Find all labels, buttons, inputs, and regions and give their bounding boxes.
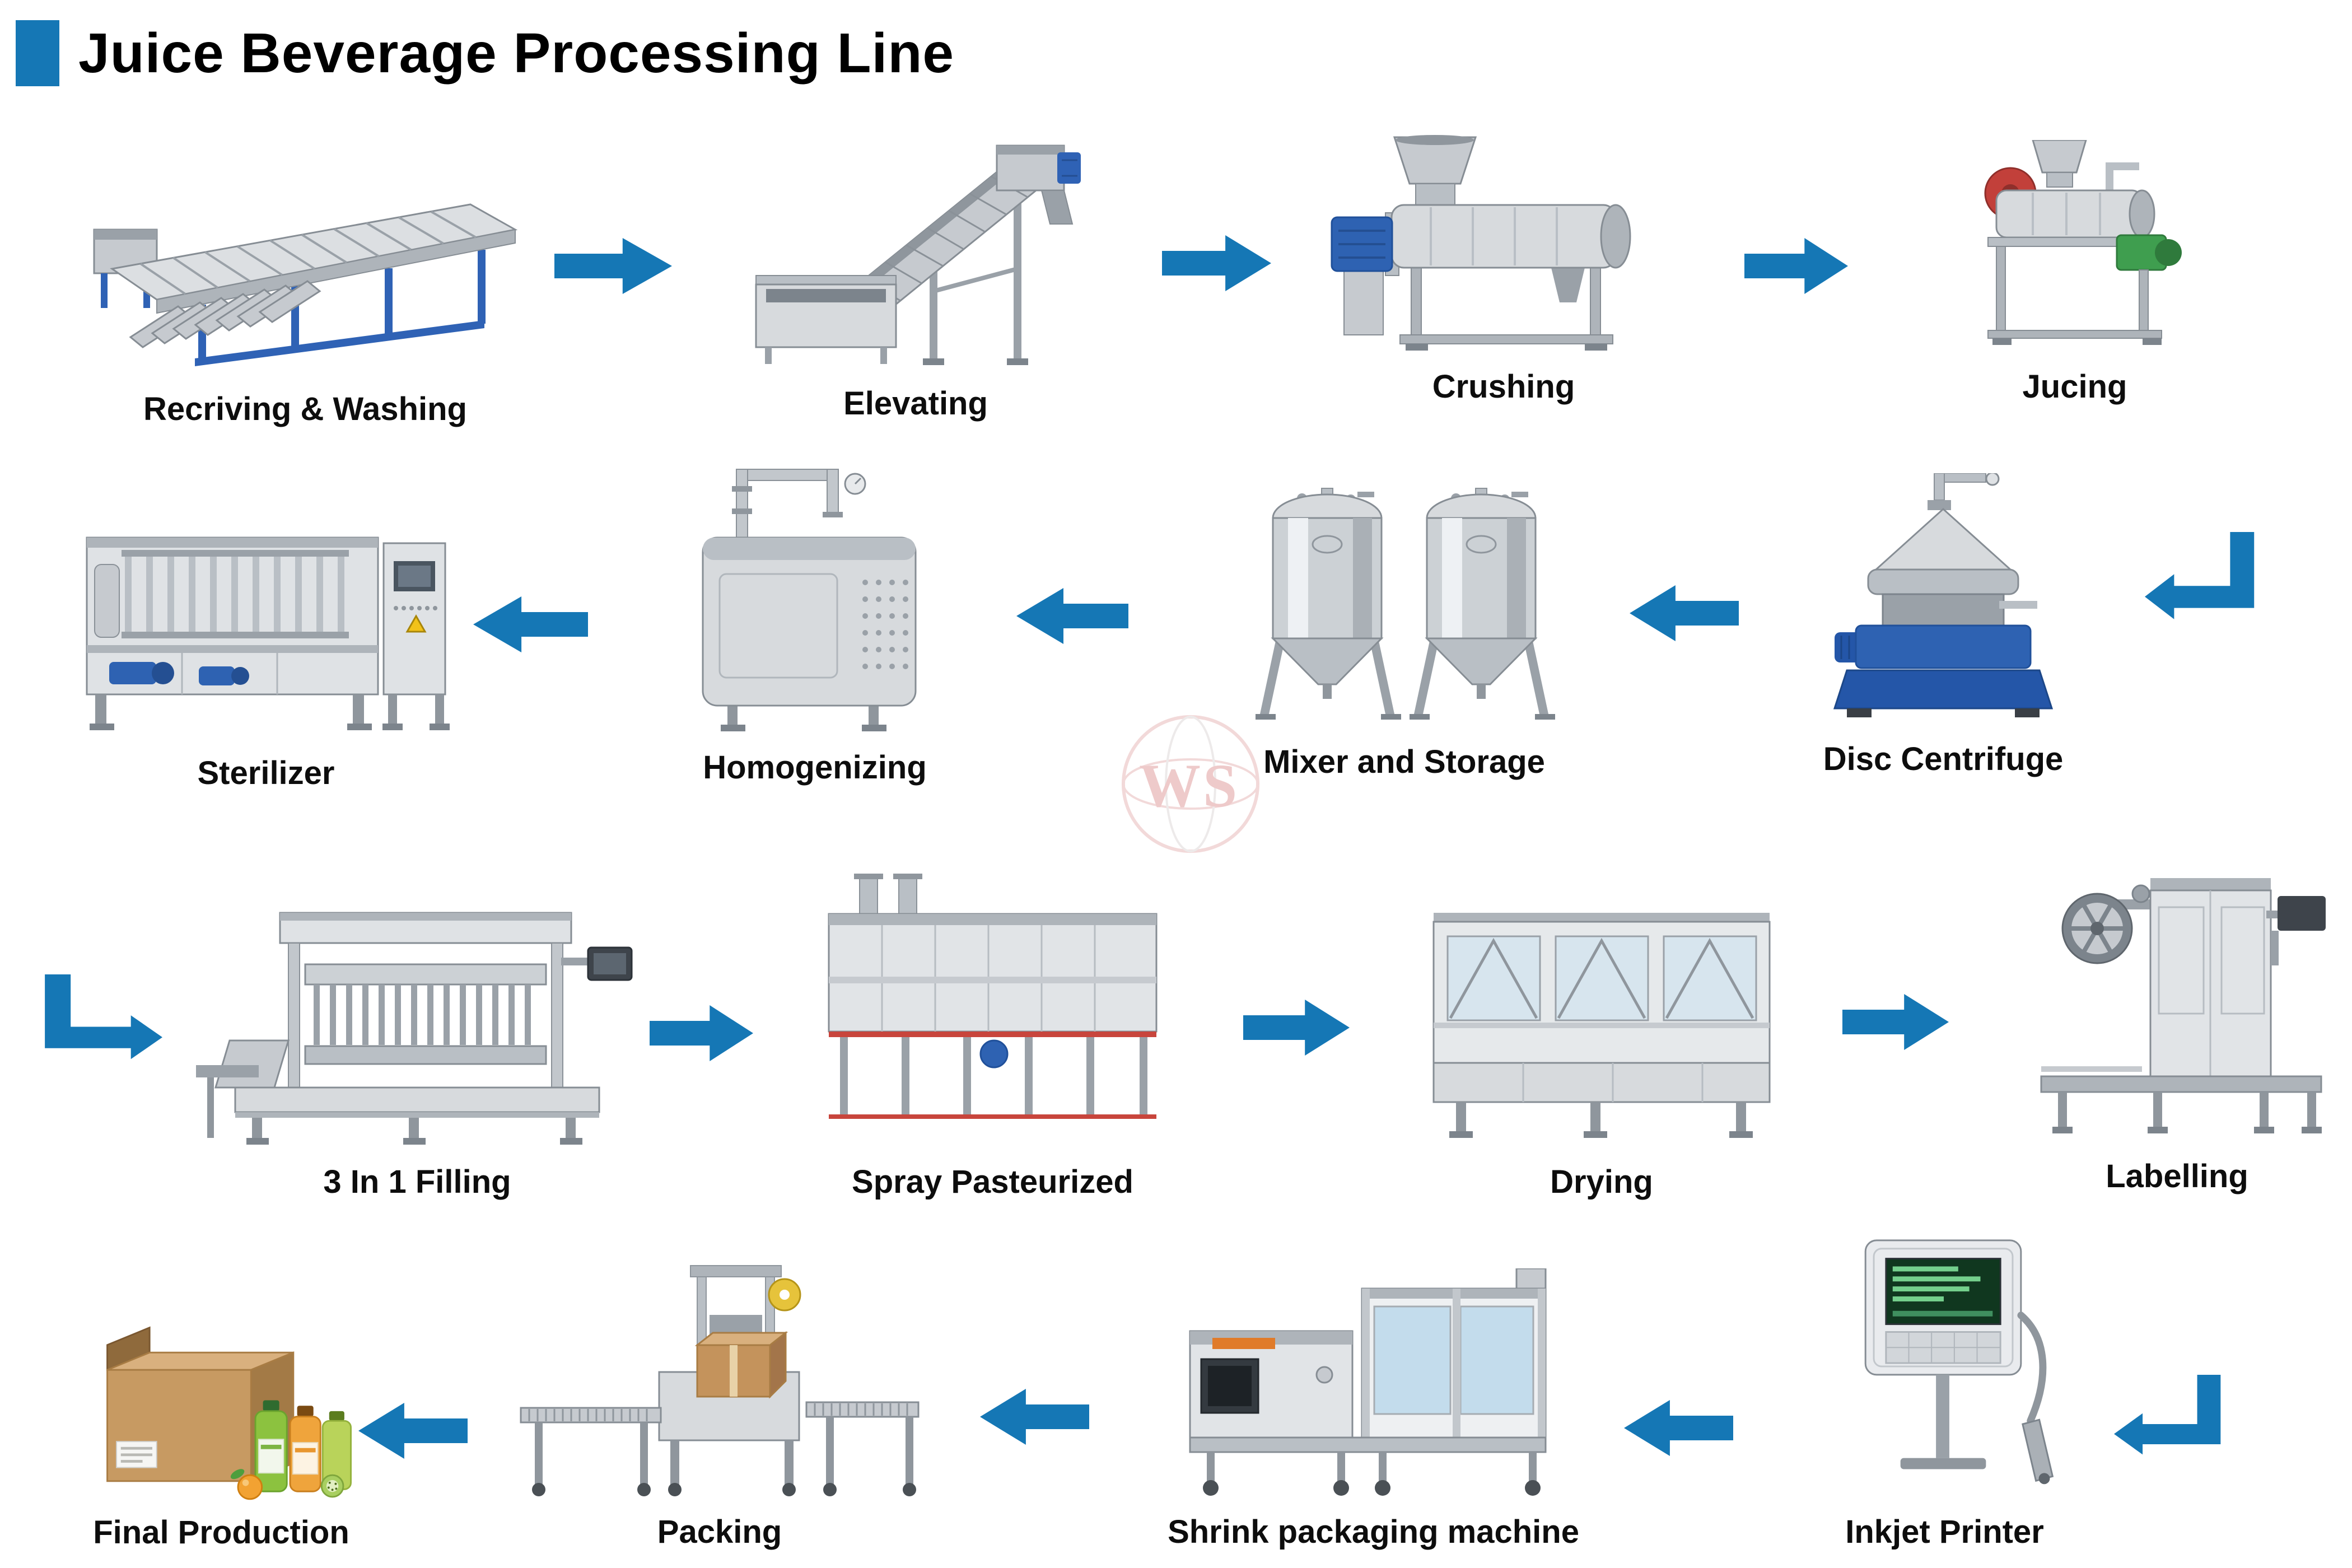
flow-arrow-right-icon <box>1243 997 1350 1058</box>
stage-3in1-filling: 3 In 1 Filling <box>196 896 638 1215</box>
ws-globe-watermark-icon: W S <box>1107 700 1275 868</box>
flow-arrow-left-icon <box>358 1400 468 1462</box>
flow-arrow-left-icon <box>1016 585 1128 647</box>
flow-arrow-right-icon <box>554 235 672 297</box>
stage-label: Recriving & Washing <box>143 390 467 427</box>
stage-drying: Drying <box>1422 896 1781 1215</box>
flow-arrow-right-icon <box>1842 991 1949 1053</box>
stage-label: Packing <box>657 1513 782 1550</box>
stage-label: Homogenizing <box>703 749 927 786</box>
flow-arrow-left-icon <box>473 594 588 655</box>
drying-machine-icon <box>1422 896 1781 1148</box>
shrink-packaging-machine-icon <box>1182 1268 1565 1498</box>
stage-disc-centrifuge: Disc Centrifuge <box>1823 473 2064 792</box>
title-accent-bar <box>16 20 59 86</box>
stage-label: Final Production <box>93 1514 349 1551</box>
flow-arrow-left-icon <box>980 1386 1089 1448</box>
stage-label: Labelling <box>2106 1158 2248 1194</box>
stage-mixer-storage: Mixer and Storage <box>1243 465 1565 795</box>
watermark-letter-w: W <box>1139 752 1201 820</box>
stage-label: Sterilizer <box>197 754 335 791</box>
stage-elevating: Elevating <box>750 123 1081 437</box>
packing-machine-icon <box>512 1260 927 1498</box>
stage-label: Disc Centrifuge <box>1823 740 2064 777</box>
stage-label: 3 In 1 Filling <box>323 1163 511 1200</box>
stage-spray-pasteurized: Spray Pasteurized <box>820 874 1165 1215</box>
stage-label: Drying <box>1550 1163 1653 1200</box>
page-header: Juice Beverage Processing Line <box>16 20 954 86</box>
stage-label: Spray Pasteurized <box>852 1163 1133 1200</box>
flow-arrow-left-icon <box>1630 582 1739 644</box>
final-production-box-bottles-icon <box>73 1305 370 1500</box>
labelling-machine-icon <box>2024 851 2330 1142</box>
receiving-washing-machine-icon <box>78 140 532 375</box>
stage-sterilizer: Sterilizer <box>81 498 451 806</box>
stage-shrink-packaging: Shrink packaging machine <box>1168 1268 1579 1565</box>
stage-crushing: Crushing <box>1327 134 1680 420</box>
stage-label: Shrink packaging machine <box>1168 1513 1579 1550</box>
flow-arrow-corner-right-icon <box>42 974 162 1070</box>
crushing-machine-icon <box>1327 134 1680 353</box>
inkjet-printer-icon <box>1834 1232 2055 1499</box>
filling-machine-icon <box>196 896 638 1148</box>
stage-packing: Packing <box>512 1260 927 1565</box>
stage-label: Inkjet Printer <box>1845 1514 2044 1550</box>
elevating-machine-icon <box>750 123 1081 370</box>
stage-label: Crushing <box>1432 368 1575 405</box>
juicing-machine-icon <box>1949 140 2201 353</box>
mixer-storage-tanks-icon <box>1243 465 1565 728</box>
homogenizing-machine-icon <box>680 454 949 734</box>
stage-inkjet-printer: Inkjet Printer <box>1834 1232 2055 1565</box>
stage-homogenizing: Homogenizing <box>680 454 949 801</box>
stage-label: Elevating <box>843 385 988 422</box>
flow-arrow-corner-left-icon <box>2114 1375 2223 1464</box>
flow-arrow-corner-left-icon <box>2145 532 2257 630</box>
stage-receiving-washing: Recriving & Washing <box>78 140 532 442</box>
page-title: Juice Beverage Processing Line <box>78 21 955 85</box>
stage-juicing: Jucing <box>1949 140 2201 420</box>
flow-arrow-right-icon <box>1744 235 1848 297</box>
stage-final-production: Final Production <box>73 1305 370 1565</box>
watermark-letter-s: S <box>1203 752 1237 820</box>
disc-centrifuge-machine-icon <box>1831 473 2055 725</box>
sterilizer-machine-icon <box>81 498 451 739</box>
flow-arrow-left-icon <box>1624 1397 1733 1459</box>
spray-pasteurizer-machine-icon <box>820 874 1165 1148</box>
stage-labelling: Labelling <box>2024 851 2330 1210</box>
flow-arrow-right-icon <box>1162 232 1271 294</box>
flow-arrow-right-icon <box>650 1002 753 1064</box>
stage-label: Jucing <box>2022 368 2127 405</box>
stage-label: Mixer and Storage <box>1263 743 1545 780</box>
